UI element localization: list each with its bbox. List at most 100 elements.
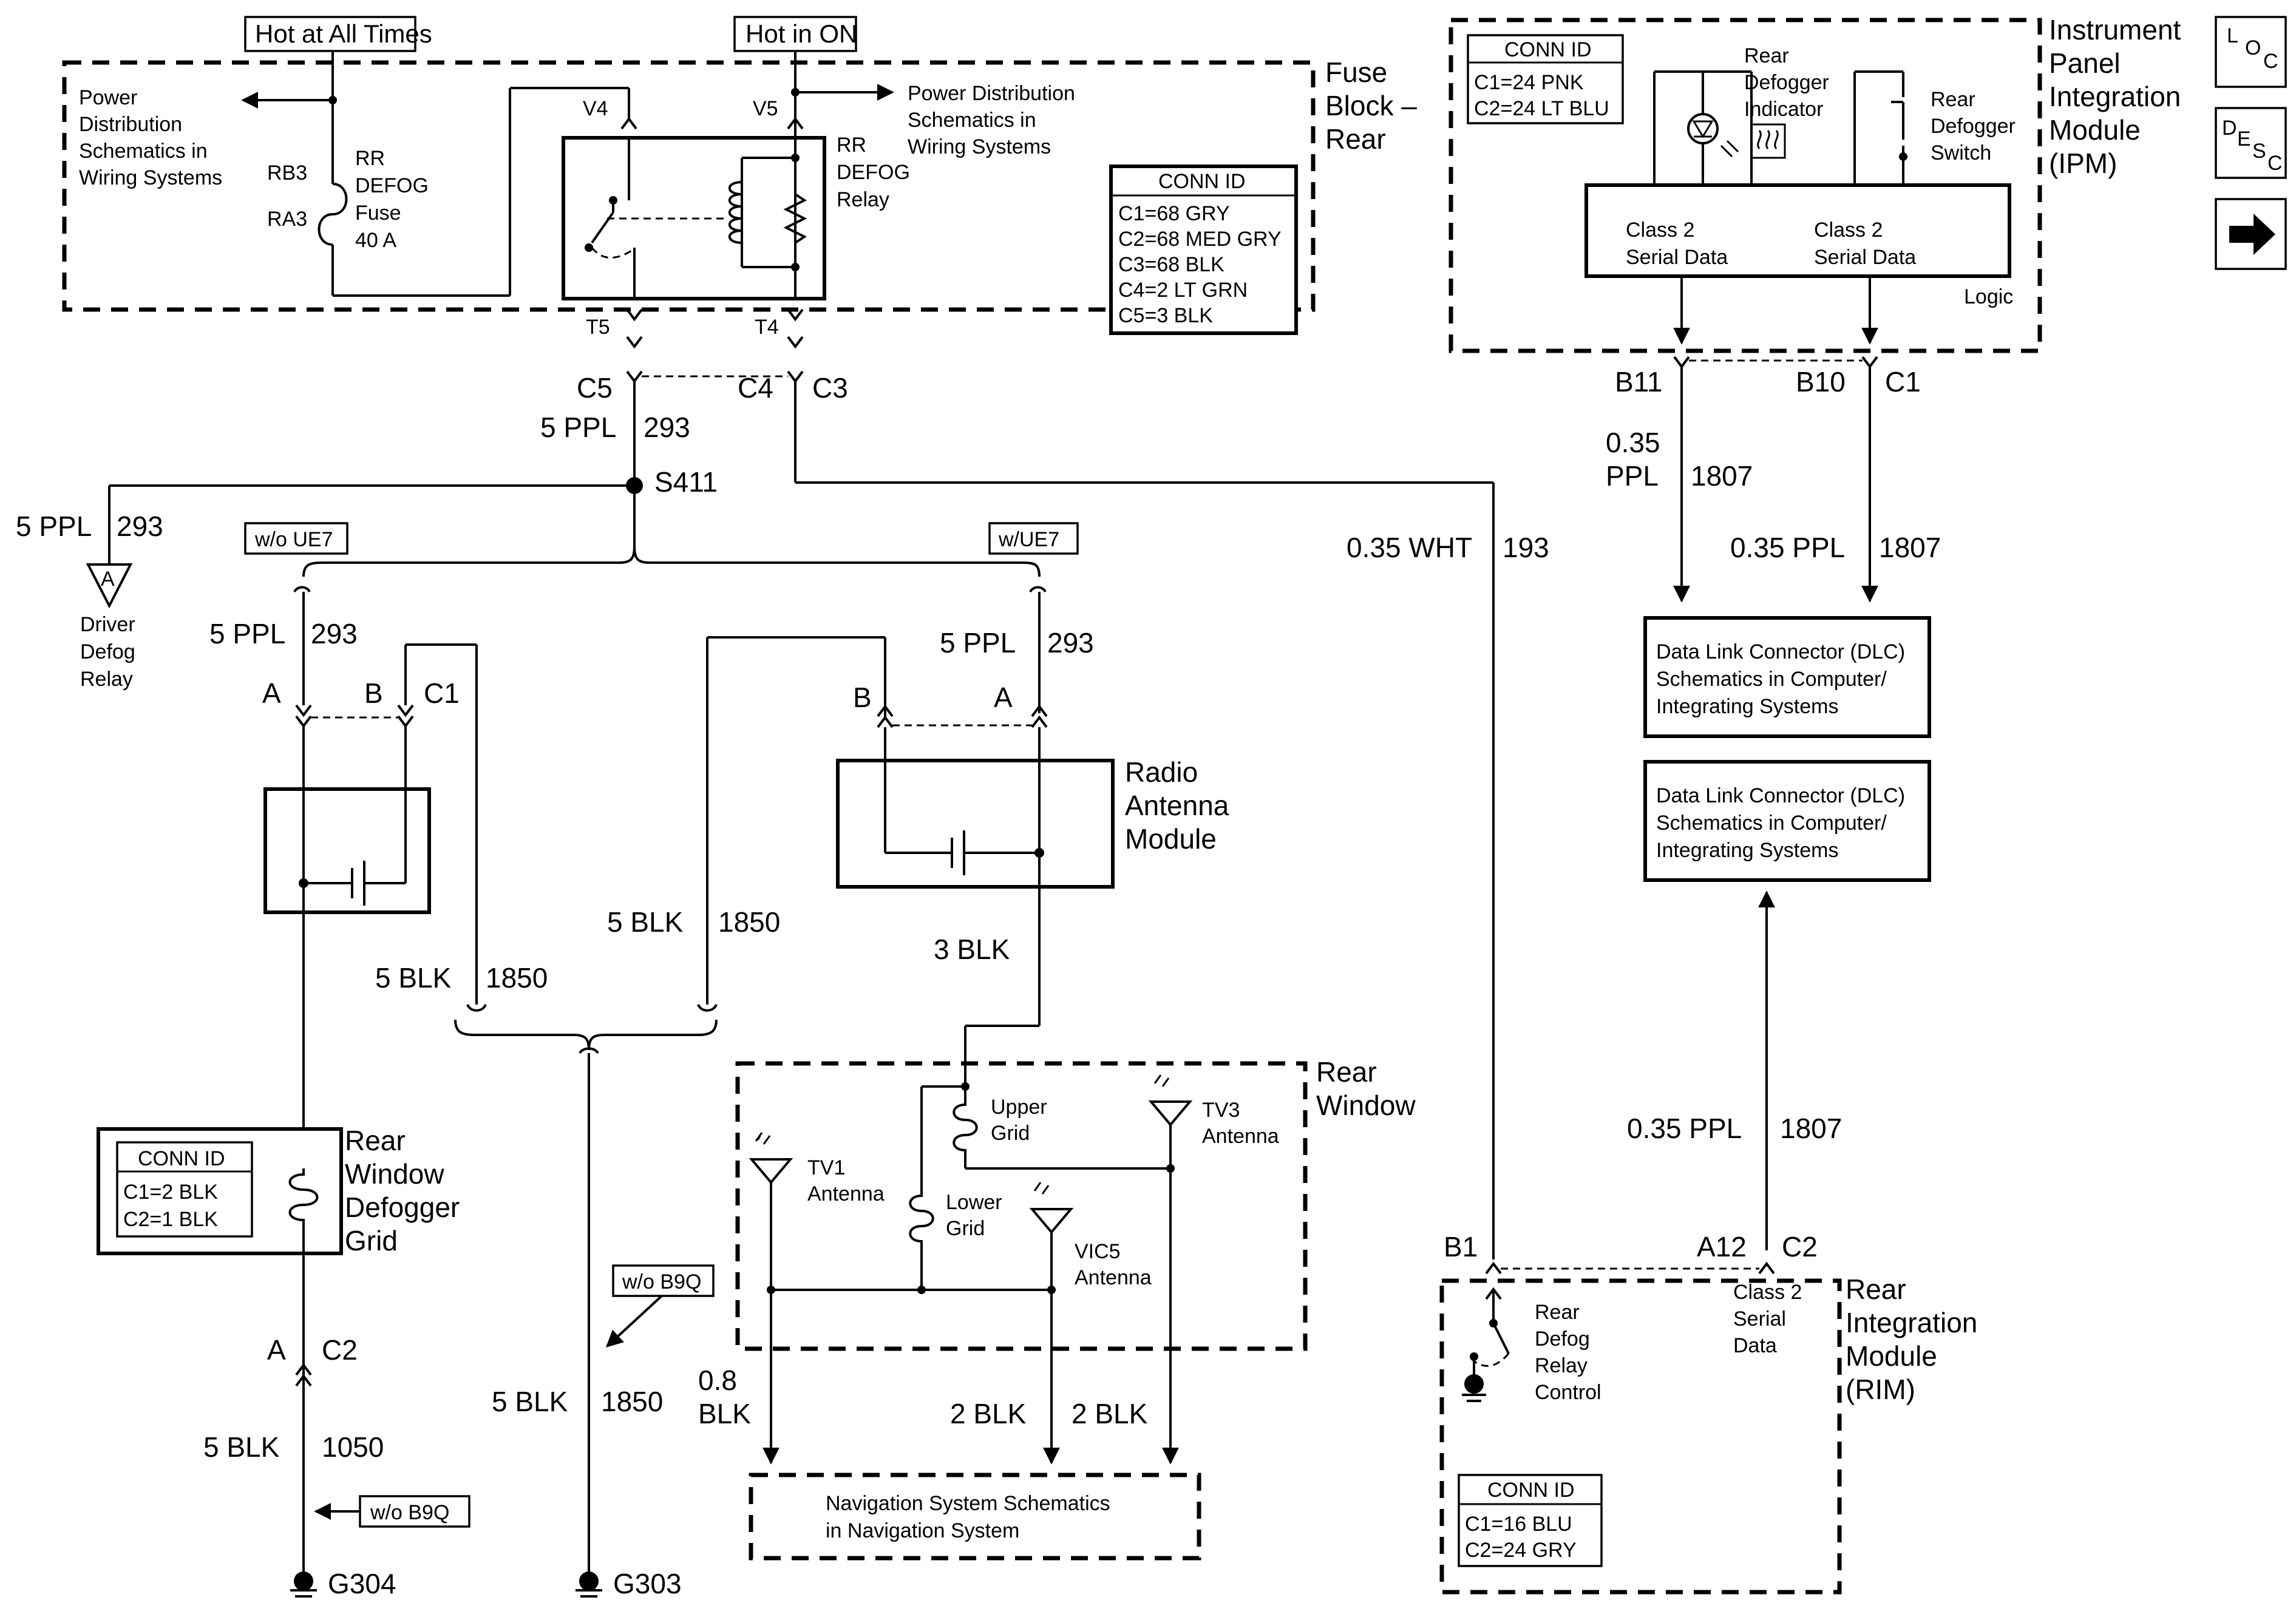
diagram-label: DEFOG — [355, 174, 429, 197]
diagram-label: Navigation System Schematics — [826, 1492, 1110, 1515]
diagram-label: (RIM) — [1846, 1374, 1915, 1405]
wo-ue7-option — [244, 522, 348, 555]
diagram-label: TV3 — [1202, 1099, 1240, 1122]
diagram-label: 0.8 — [698, 1364, 737, 1396]
main-feed-wiring: C5 C4 C3 5 PPL 293 S411 5 PPL 293 A Driv… — [16, 370, 1079, 691]
rear-integration-module: B1 A12 C2 Rear Integration Module (RIM) … — [1439, 1231, 1977, 1595]
navigation-system-box: Navigation System Schematics in Navigati… — [749, 1473, 1201, 1561]
upper-grid — [953, 1099, 978, 1168]
diagram-label: 293 — [311, 618, 358, 649]
rim-conn-id — [1458, 1474, 1603, 1567]
diagram-label: 293 — [1047, 627, 1094, 659]
diagram-label: Module — [2049, 114, 2141, 146]
diagram-label: Driver — [80, 613, 135, 636]
diagram-label: L — [2227, 24, 2238, 47]
ipm-conn-id — [1467, 34, 1624, 124]
diagram-label: 1807 — [1780, 1113, 1842, 1144]
diagram-label: A — [994, 682, 1013, 713]
ipm-title: Instrument Panel Integration Module (IPM… — [2049, 14, 2181, 179]
diagram-label: C1=68 GRY — [1118, 202, 1230, 225]
loc-button[interactable]: L O C — [2215, 16, 2287, 88]
diagram-label: C2 — [1782, 1231, 1818, 1263]
w-ue7-option — [988, 522, 1079, 555]
diagram-label: (IPM) — [2049, 147, 2117, 179]
diagram-label: Class 2 — [1733, 1281, 1802, 1304]
diagram-label: Rear — [345, 1125, 406, 1156]
diagram-label: 3 BLK — [934, 934, 1010, 965]
diagram-label: Switch — [1931, 141, 1991, 164]
diagram-label: Antenna — [1202, 1125, 1279, 1148]
diagram-label: 1850 — [486, 962, 548, 994]
rear-window: Rear Window Upper Grid Lower Grid TV1 An… — [698, 1056, 1416, 1465]
diagram-label: 0.35 PPL — [1627, 1113, 1742, 1144]
diagram-label: A — [262, 677, 281, 709]
diagram-label: C — [2267, 152, 2283, 175]
diagram-label: T4 — [755, 316, 779, 339]
driver-defog-relay-ref — [86, 563, 133, 609]
diagram-label: B10 — [1796, 366, 1846, 398]
tv3-antenna-icon — [1148, 1100, 1193, 1127]
diagram-label: 1850 — [601, 1386, 663, 1417]
diagram-label: Integrating Systems — [1656, 695, 1838, 718]
diagram-label: 1050 — [322, 1431, 384, 1463]
diagram-label: Class 2 — [1626, 219, 1694, 242]
diagram-label: C2=68 MED GRY — [1118, 228, 1282, 251]
desc-button[interactable]: D E S C — [2215, 107, 2287, 179]
diagram-label: Schematics in Computer/ — [1656, 668, 1887, 691]
diagram-label: T5 — [586, 316, 610, 339]
diagram-label: Grid — [991, 1122, 1030, 1145]
hot-in-on-label — [733, 16, 857, 52]
vic5-antenna-icon — [1029, 1208, 1074, 1235]
diagram-label: 5 PPL — [209, 618, 285, 649]
ipm-logic-block — [1584, 183, 2011, 278]
diagram-label: 5 PPL — [940, 627, 1016, 659]
diagram-label: Integration — [1846, 1307, 1977, 1338]
diagram-label: Antenna — [1075, 1266, 1152, 1289]
power-distribution-right: Power Distribution Schematics in Wiring … — [908, 82, 1075, 158]
diagram-label: Wiring Systems — [79, 166, 222, 189]
serial-data-wires: B11 B10 C1 0.35 PPL 1807 0.35 PPL 1807 — [1606, 356, 1941, 603]
tv1-antenna-icon — [749, 1158, 793, 1185]
diagram-label: BLK — [698, 1398, 751, 1429]
diagram-label: 5 BLK — [203, 1431, 280, 1463]
diagram-label: Relay — [80, 668, 133, 691]
diagram-label: Grid — [345, 1225, 398, 1256]
diagram-label: A12 — [1697, 1231, 1747, 1263]
diagram-label: RA3 — [267, 208, 307, 231]
diagram-label: C4=2 LT GRN — [1118, 279, 1248, 302]
diagram-label: 5 PPL — [16, 510, 92, 542]
diagram-label: Schematics in — [79, 140, 208, 163]
diagram-label: RR — [355, 147, 385, 170]
diagram-label: Power Distribution — [908, 82, 1075, 105]
diagram-label: Serial Data — [1814, 246, 1916, 269]
diagram-label: 1807 — [1879, 532, 1941, 563]
diagram-label: RB3 — [267, 161, 307, 185]
diagram-label: C5=3 BLK — [1118, 304, 1213, 327]
diagram-label: Fuse — [1325, 56, 1387, 88]
diagram-label: C1=16 BLU — [1465, 1513, 1572, 1536]
diagram-label: 2 BLK — [1072, 1398, 1148, 1429]
diagram-label: 1850 — [718, 906, 780, 938]
next-arrow-button[interactable] — [2215, 198, 2287, 270]
fuse-block-rear: Fuse Block – Rear Hot at All Times Power… — [62, 16, 1417, 349]
diagram-label: Upper — [991, 1096, 1047, 1119]
diagram-label: Panel — [2049, 47, 2121, 79]
rim-ground-icon — [1464, 1374, 1484, 1394]
diagram-label: Module — [1846, 1340, 1937, 1372]
diagram-label: PPL — [1606, 460, 1659, 492]
diagram-label: 5 PPL — [540, 412, 616, 443]
diagram-label: RR — [837, 134, 866, 157]
diagram-label: Module — [1125, 823, 1217, 855]
diagram-label: Radio — [1125, 756, 1198, 788]
diagram-label: 5 BLK — [375, 962, 452, 994]
diagram-label: Data Link Connector (DLC) — [1656, 784, 1905, 807]
diagram-label: C1=24 PNK — [1474, 71, 1584, 94]
diagram-label: Schematics in Computer/ — [1656, 812, 1887, 835]
diagram-label: Relay — [1535, 1354, 1588, 1377]
diagram-label: CONN ID — [1158, 170, 1246, 193]
diagram-label: Window — [1316, 1090, 1416, 1121]
diagram-label: Hot at All Times — [255, 19, 432, 48]
diagram-label: 0.35 WHT — [1347, 532, 1472, 563]
diagram-label: 5 BLK — [492, 1386, 568, 1417]
